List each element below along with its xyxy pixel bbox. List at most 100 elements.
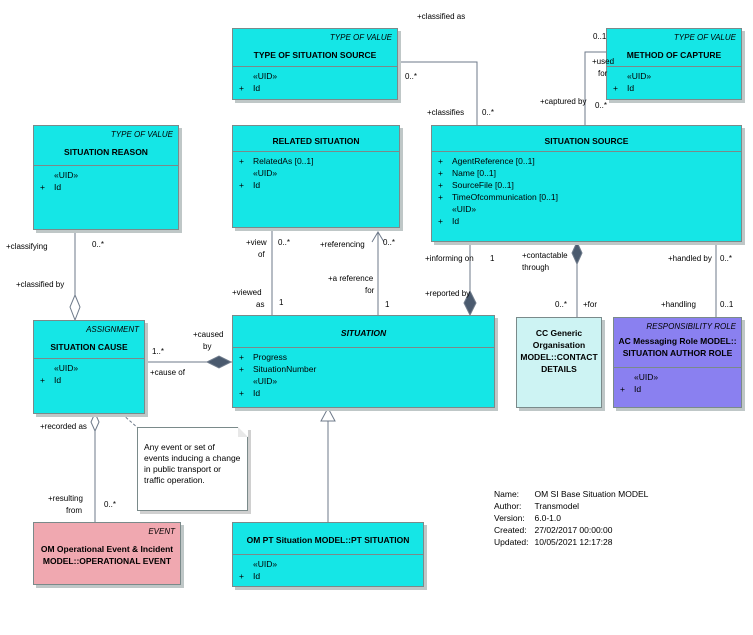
- visibility-marker: +: [438, 156, 443, 166]
- attribute-id: Id: [253, 571, 261, 581]
- class-name: METHOD OF CAPTURE: [626, 50, 722, 60]
- assoc-type-source: [398, 61, 478, 125]
- stereotype-label: EVENT: [148, 527, 175, 536]
- situation-cause-note[interactable]: Any event or set of events inducing a ch…: [137, 427, 248, 511]
- visibility-marker: +: [239, 180, 244, 190]
- role-label: +cause of: [150, 368, 185, 377]
- attribute-time-of-communication: TimeOfcommunication [0..1]: [452, 192, 558, 202]
- note-link: [121, 413, 139, 429]
- attribute-id: Id: [452, 216, 460, 226]
- multiplicity-label: 0..*: [104, 500, 117, 509]
- type-of-situation-source-class[interactable]: TYPE OF VALUE TYPE OF SITUATION SOURCE «…: [232, 28, 398, 100]
- uid-stereotype: «UID»: [452, 204, 477, 214]
- attribute-related-as: RelatedAs [0..1]: [253, 156, 314, 166]
- visibility-marker: +: [438, 216, 443, 226]
- meta-key: Author:: [494, 501, 522, 511]
- role-label: from: [66, 506, 82, 515]
- role-label: by: [203, 342, 212, 351]
- visibility-marker: +: [620, 384, 625, 394]
- attribute-situation-number: SituationNumber: [253, 364, 317, 374]
- role-label: +viewed: [232, 288, 262, 297]
- role-label: +resulting: [48, 494, 83, 503]
- uid-stereotype: «UID»: [253, 376, 278, 386]
- role-label: +classifying: [6, 242, 48, 251]
- visibility-marker: +: [613, 83, 618, 93]
- assoc-method-capture: [584, 51, 606, 125]
- visibility-marker: +: [438, 168, 443, 178]
- role-label: +view: [246, 238, 267, 247]
- aggregation-diamond-event: [90, 411, 100, 433]
- meta-value: OM SI Base Situation MODEL: [534, 489, 649, 499]
- situation-source-class[interactable]: SITUATION SOURCE +AgentReference [0..1] …: [431, 125, 742, 242]
- stereotype-label: TYPE OF VALUE: [673, 33, 736, 42]
- attribute-id: Id: [253, 388, 261, 398]
- role-label: +for: [583, 300, 598, 309]
- attribute-id: Id: [54, 182, 62, 192]
- uid-stereotype: «UID»: [627, 71, 652, 81]
- meta-value: 6.0-1.0: [534, 513, 561, 523]
- meta-value: 27/02/2017 00:00:00: [534, 525, 613, 535]
- meta-key: Name:: [494, 489, 520, 499]
- class-name: SITUATION CAUSE: [50, 342, 128, 352]
- role-label: +captured by: [540, 97, 587, 106]
- attribute-id: Id: [253, 83, 261, 93]
- class-name-line: SITUATION AUTHOR ROLE: [622, 348, 733, 358]
- role-label: +a reference: [328, 274, 374, 283]
- role-label: +handling: [661, 300, 696, 309]
- class-name: SITUATION REASON: [64, 147, 148, 157]
- cc-generic-organisation-class[interactable]: CC Generic Organisation MODEL::CONTACT D…: [516, 317, 602, 408]
- multiplicity-label: 0..1: [720, 300, 734, 309]
- multiplicity-label: 1: [279, 298, 284, 307]
- meta-row: Author:Transmodel: [494, 500, 654, 512]
- arrow-head-referencing: [371, 231, 385, 243]
- meta-row: Name: OM SI Base Situation MODEL: [494, 488, 654, 500]
- role-label: +classified by: [16, 280, 65, 289]
- meta-row: Version: 6.0-1.0: [494, 512, 654, 524]
- role-label: through: [522, 263, 550, 272]
- class-name: SITUATION SOURCE: [544, 136, 629, 146]
- multiplicity-label: 0..*: [278, 238, 291, 247]
- attribute-id: Id: [627, 83, 635, 93]
- stereotype-label: ASSIGNMENT: [86, 325, 139, 334]
- role-label: as: [256, 300, 265, 309]
- attribute-id: Id: [634, 384, 642, 394]
- diagram-metadata: Name: OM SI Base Situation MODEL Author:T…: [494, 488, 654, 548]
- class-name-line: OM Operational Event & Incident: [40, 544, 174, 554]
- method-of-capture-class[interactable]: TYPE OF VALUE METHOD OF CAPTURE «UID» + I…: [606, 28, 742, 100]
- pt-situation-class[interactable]: OM PT Situation MODEL::PT SITUATION «UID…: [232, 522, 424, 587]
- attribute-name: Name [0..1]: [452, 168, 496, 178]
- aggregation-diamond-cause: [69, 293, 81, 322]
- role-label: +caused: [193, 330, 224, 339]
- situation-class[interactable]: SITUATION +Progress +SituationNumber «UI…: [232, 315, 495, 408]
- note-line: in public transport or: [144, 464, 222, 474]
- class-name: RELATED SITUATION: [272, 136, 360, 146]
- note-line: Any event or set of: [144, 442, 215, 452]
- multiplicity-label: 0..*: [405, 72, 418, 81]
- situation-cause-class[interactable]: ASSIGNMENT SITUATION CAUSE «UID» +Id: [33, 320, 145, 414]
- visibility-marker: +: [40, 182, 45, 192]
- multiplicity-label: 0..*: [482, 108, 495, 117]
- visibility-marker: +: [438, 180, 443, 190]
- visibility-marker: +: [239, 571, 244, 581]
- meta-row: Created:27/02/2017 00:00:00: [494, 524, 654, 536]
- visibility-marker: +: [239, 364, 244, 374]
- class-name: OM PT Situation MODEL::PT SITUATION: [246, 535, 410, 545]
- meta-key: Updated:: [494, 537, 529, 547]
- attribute-id: Id: [253, 180, 261, 190]
- uid-stereotype: «UID»: [253, 168, 278, 178]
- uid-stereotype: «UID»: [634, 372, 659, 382]
- multiplicity-label: 1..*: [152, 347, 165, 356]
- operational-event-class[interactable]: EVENT OM Operational Event & Incident MO…: [33, 522, 181, 585]
- stereotype-label: TYPE OF VALUE: [110, 130, 173, 139]
- class-name-line: DETAILS: [541, 364, 577, 374]
- multiplicity-label: 1: [385, 300, 390, 309]
- attribute-id: Id: [54, 375, 62, 385]
- situation-author-role-class[interactable]: RESPONSIBILITY ROLE AC Messaging Role MO…: [613, 317, 742, 408]
- role-label: +informing on: [425, 254, 474, 263]
- related-situation-class[interactable]: RELATED SITUATION + RelatedAs [0..1] «UID…: [232, 125, 400, 228]
- situation-reason-class[interactable]: TYPE OF VALUE SITUATION REASON «UID» +Id: [33, 125, 179, 230]
- role-label: +handled by: [668, 254, 712, 263]
- meta-row: Updated:10/05/2021 12:17:28: [494, 536, 654, 548]
- meta-key: Version:: [494, 513, 525, 523]
- multiplicity-label: 0..1: [593, 32, 607, 41]
